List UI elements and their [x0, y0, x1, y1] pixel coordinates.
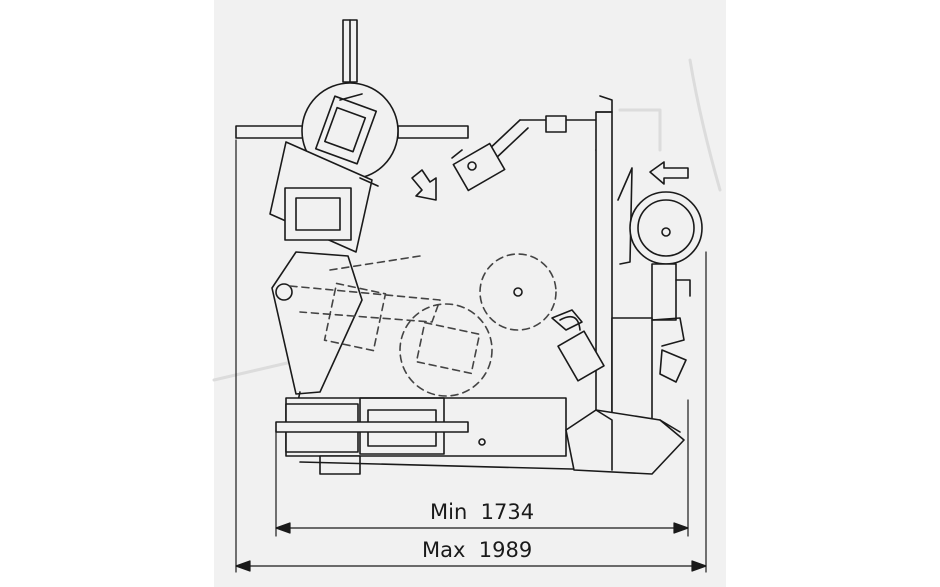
tool-column — [595, 95, 613, 423]
machine-base — [275, 397, 685, 475]
dimension-lines — [235, 139, 707, 573]
motor-gearbox — [269, 141, 379, 253]
ghost-positions — [289, 253, 557, 397]
dimension-max-word: Max — [422, 538, 466, 562]
dimension-min-word: Min — [430, 500, 468, 524]
right-wheel-assembly — [611, 167, 703, 431]
dimension-min-value: 1734 — [480, 500, 535, 524]
dimension-max-value: 1989 — [478, 538, 533, 562]
dimension-min-label: Min 1734 — [426, 500, 539, 524]
background-ghost — [212, 58, 722, 382]
dimension-max-label: Max 1989 — [418, 538, 537, 562]
ghost-wheel-center — [513, 287, 523, 297]
lower-tool — [551, 309, 605, 382]
arm-down-arrow — [411, 169, 437, 201]
wheel-in-arrow — [649, 161, 689, 185]
bead-breaker-arm — [451, 115, 603, 192]
wheel-clamp-head — [235, 19, 469, 180]
swing-arm — [271, 251, 363, 411]
